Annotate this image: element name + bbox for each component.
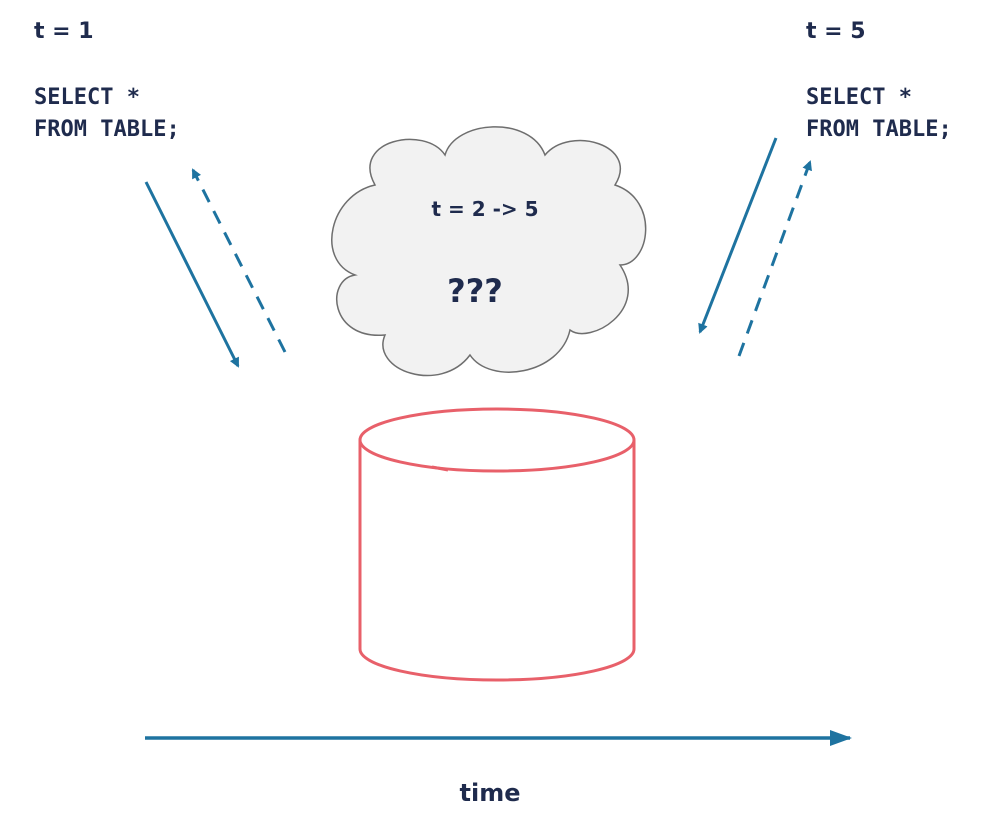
cloud-time-range: t = 2 -> 5 [431,197,539,221]
cloud-shape [331,126,647,377]
time-axis-label: time [459,779,521,807]
right-time-label: t = 5 [806,19,866,44]
left-response-arrow [191,168,287,353]
cloud-unknown-label: ??? [447,272,503,310]
right-request-arrow [698,137,778,334]
right-sql-query: SELECT * FROM TABLE; [806,85,952,142]
database-cylinder [358,407,636,682]
left-request-arrow [144,181,240,368]
left-sql-query: SELECT * FROM TABLE; [34,85,180,142]
left-time-label: t = 1 [34,19,94,44]
right-response-arrow [737,160,812,357]
